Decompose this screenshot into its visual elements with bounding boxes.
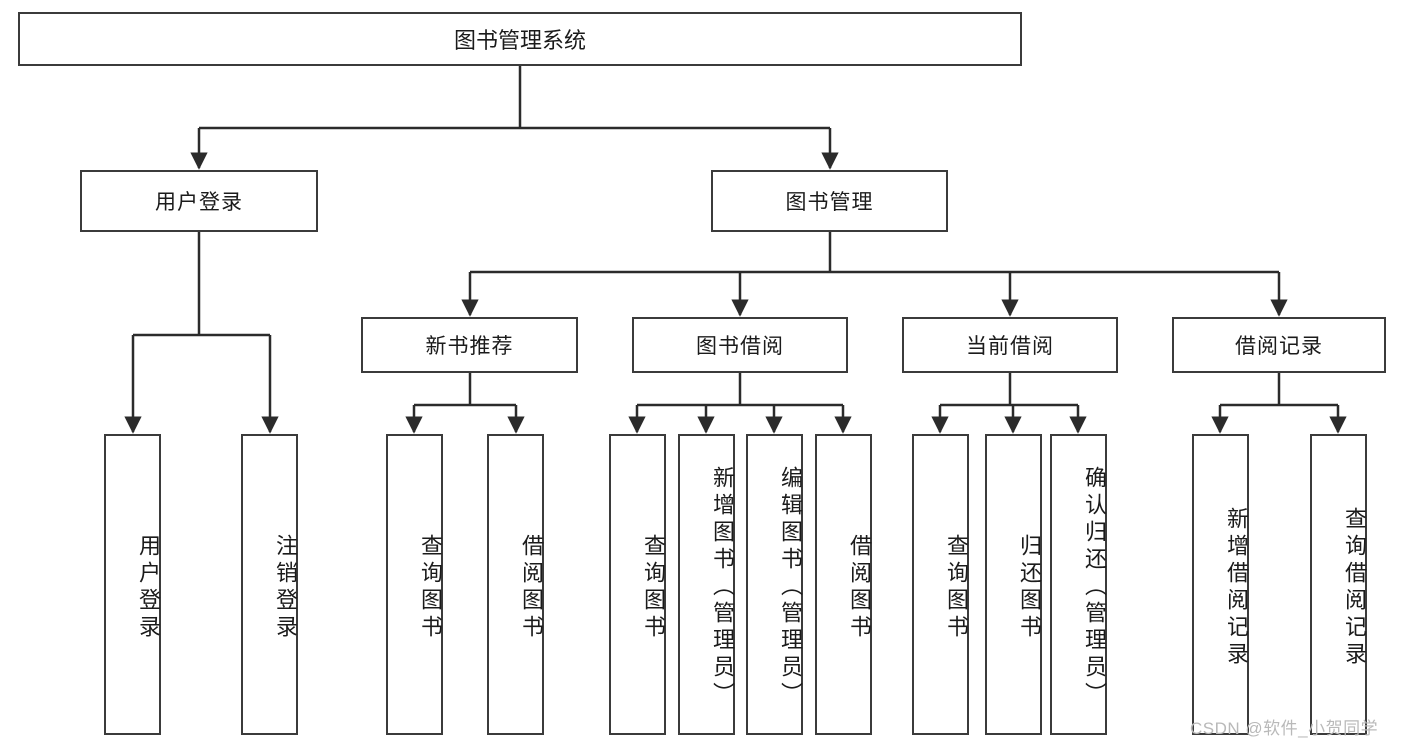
- leaf-user-login-label: 用户登录: [136, 533, 161, 642]
- leaf-user-logout-label: 注销登录: [273, 533, 298, 642]
- leaf-add-book-admin[interactable]: 新增图书（管理员）: [678, 434, 735, 735]
- node-new-book-recommend[interactable]: 新书推荐: [361, 317, 578, 373]
- node-borrow-record-label: 借阅记录: [1235, 335, 1323, 358]
- node-book-borrow[interactable]: 图书借阅: [632, 317, 848, 373]
- leaf-new-book-borrow-label: 借阅图书: [519, 533, 544, 642]
- leaf-confirm-return-admin-label: 确认归还（管理员）: [1082, 466, 1107, 709]
- leaf-borrow-book-label: 借阅图书: [847, 533, 872, 642]
- node-borrow-record[interactable]: 借阅记录: [1172, 317, 1386, 373]
- node-root-label: 图书管理系统: [453, 28, 586, 53]
- leaf-confirm-return-admin[interactable]: 确认归还（管理员）: [1050, 434, 1107, 735]
- leaf-add-borrow-record[interactable]: 新增借阅记录: [1192, 434, 1249, 735]
- leaf-new-book-query-label: 查询图书: [418, 533, 443, 642]
- leaf-borrow-book[interactable]: 借阅图书: [815, 434, 872, 735]
- leaf-edit-book-admin-label: 编辑图书（管理员）: [778, 466, 803, 709]
- leaf-edit-book-admin[interactable]: 编辑图书（管理员）: [746, 434, 803, 735]
- node-current-borrow[interactable]: 当前借阅: [902, 317, 1118, 373]
- node-root[interactable]: 图书管理系统: [18, 12, 1022, 66]
- leaf-return-book[interactable]: 归还图书: [985, 434, 1042, 735]
- node-user-login-label: 用户登录: [155, 191, 243, 214]
- leaf-current-query-book-label: 查询图书: [944, 533, 969, 642]
- leaf-query-borrow-record[interactable]: 查询借阅记录: [1310, 434, 1367, 735]
- node-user-login[interactable]: 用户登录: [80, 170, 318, 232]
- node-current-borrow-label: 当前借阅: [966, 335, 1054, 358]
- node-book-manage[interactable]: 图书管理: [711, 170, 948, 232]
- leaf-user-login[interactable]: 用户登录: [104, 434, 161, 735]
- leaf-add-borrow-record-label: 新增借阅记录: [1224, 506, 1249, 669]
- leaf-current-query-book[interactable]: 查询图书: [912, 434, 969, 735]
- node-book-manage-label: 图书管理: [785, 191, 874, 214]
- leaf-return-book-label: 归还图书: [1017, 533, 1042, 642]
- node-new-book-recommend-label: 新书推荐: [425, 335, 514, 358]
- csdn-watermark: CSDN @软件_小贺同学: [1190, 719, 1379, 738]
- leaf-add-book-admin-label: 新增图书（管理员）: [710, 466, 735, 709]
- leaf-query-borrow-record-label: 查询借阅记录: [1342, 506, 1367, 669]
- node-book-borrow-label: 图书借阅: [696, 335, 784, 358]
- leaf-user-logout[interactable]: 注销登录: [241, 434, 298, 735]
- leaf-new-book-query[interactable]: 查询图书: [386, 434, 443, 735]
- leaf-borrow-query-book[interactable]: 查询图书: [609, 434, 666, 735]
- leaf-borrow-query-book-label: 查询图书: [641, 533, 666, 642]
- leaf-new-book-borrow[interactable]: 借阅图书: [487, 434, 544, 735]
